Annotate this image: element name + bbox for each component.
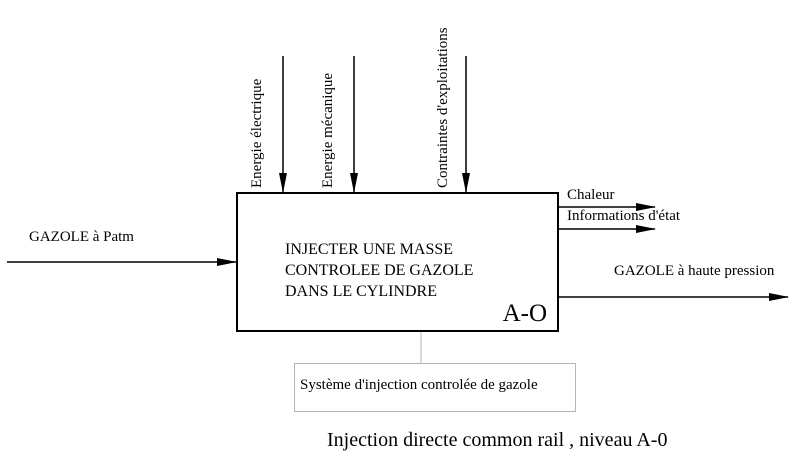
function-box: INJECTER UNE MASSE CONTROLEE DE GAZOLE D…	[236, 192, 559, 332]
mechanism-box: Système d'injection controlée de gazole	[294, 363, 576, 412]
output-label-gazole-haute-pression: GAZOLE à haute pression	[614, 263, 775, 279]
control-label-energie-electrique: Energie électrique	[249, 78, 265, 188]
output-label-chaleur: Chaleur	[567, 187, 615, 203]
diagram-caption: Injection directe common rail , niveau A…	[327, 429, 668, 451]
control-label-energie-mecanique: Energie mécanique	[320, 72, 336, 188]
input-label-gazole-patm: GAZOLE à Patm	[29, 229, 134, 245]
output-label-informations: Informations d'état	[567, 208, 681, 224]
node-id: A-O	[502, 300, 547, 327]
control-label-contraintes: Contraintes d'exploitations	[435, 27, 451, 188]
function-label: INJECTER UNE MASSE CONTROLEE DE GAZOLE D…	[285, 241, 474, 300]
mechanism-label: Système d'injection controlée de gazole	[300, 377, 538, 393]
